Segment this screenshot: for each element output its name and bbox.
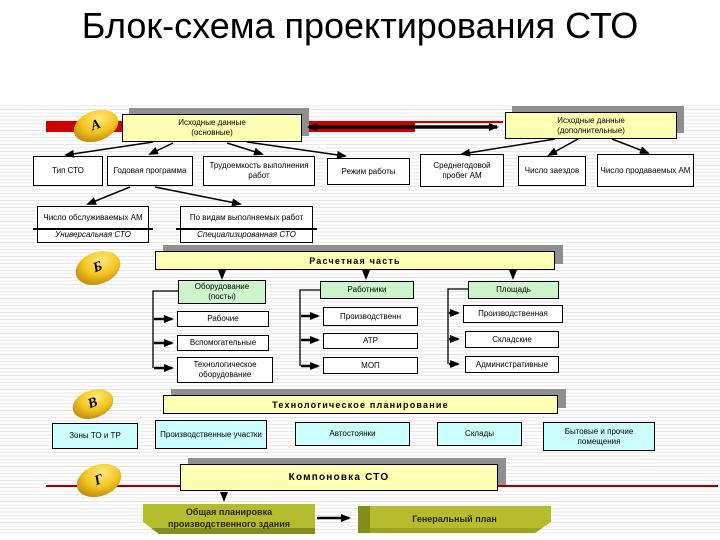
master-plan-box: Генеральный план	[358, 506, 551, 533]
tech-equipment-box: Технологическое оборудование	[177, 357, 273, 383]
atr-workers-box: АТР	[323, 333, 418, 349]
section-label-b: Б	[91, 258, 105, 277]
serviced-cars-count-label: Число обслуживаемых АМ	[43, 213, 143, 222]
production-sections-box: Производственные участки	[155, 420, 267, 449]
household-premises-box: Бытовые и прочие помещения	[543, 422, 655, 451]
mop-workers-box: МОП	[323, 357, 418, 374]
annual-mileage-box: Среднегодовой пробег АМ	[420, 154, 504, 187]
equipment-posts-box: Оборудование (посты)	[178, 280, 266, 304]
area-box: Площадь	[468, 281, 559, 299]
specialized-sto-label: Специализированная СТО	[197, 230, 296, 239]
sto-type-box: Тип СТО	[33, 156, 103, 186]
specialized-sto-split-box: По видам выполняемых работ Специализиров…	[176, 206, 317, 243]
universal-sto-label: Универсальная СТО	[55, 230, 131, 239]
production-area-box: Производственная	[463, 305, 563, 323]
calculation-part-bar: Расчетная часть	[155, 251, 555, 270]
input-data-main-line1: Исходные данные	[178, 118, 246, 127]
universal-sto-split-box: Число обслуживаемых АМ Универсальная СТО	[33, 206, 153, 243]
input-data-additional-line1: Исходные данные	[557, 115, 625, 125]
section-label-v: В	[85, 394, 100, 413]
tech-planning-bar: Технологическое планирование	[163, 395, 558, 414]
input-data-additional-line2: (дополнительные)	[557, 125, 625, 135]
production-workers-box: Производственн	[323, 307, 418, 326]
input-data-additional-box: Исходные данные (дополнительные)	[505, 112, 677, 139]
warehouses-box: Склады	[437, 422, 522, 446]
labor-intensity-box: Трудоемкость выполнения работ	[203, 156, 315, 186]
working-posts-box: Рабочие	[177, 311, 269, 327]
slide-title: Блок-схема проектирования СТО	[81, 5, 639, 46]
to-tr-zones-box: Зоны ТО и ТР	[52, 423, 138, 449]
auxiliary-posts-box: Вспомогательные	[177, 335, 269, 351]
workers-box: Работники	[320, 281, 414, 299]
general-building-layout-box: Общая планировка производственного здани…	[143, 504, 315, 534]
red-bar-thin	[415, 121, 503, 123]
visits-count-box: Число заездов	[518, 156, 586, 186]
work-mode-box: Режим работы	[327, 158, 410, 185]
sto-layout-bar: Компоновка СТО	[180, 464, 498, 491]
annual-program-box: Годовая программа	[107, 156, 193, 186]
section-label-g: Г	[92, 471, 106, 489]
parking-box: Автостоянки	[295, 422, 410, 446]
split-divider	[176, 228, 317, 230]
input-data-main-box: Исходные данные (основные)	[122, 114, 302, 142]
sold-cars-count-box: Число продаваемых АМ	[597, 154, 694, 187]
input-data-main-line2: (основные)	[191, 128, 233, 137]
administrative-area-box: Административные	[465, 356, 559, 373]
work-types-label: По видам выполняемых работ	[189, 213, 304, 222]
split-divider	[33, 228, 153, 230]
storage-area-box: Складские	[465, 331, 559, 348]
section-label-a: А	[88, 116, 103, 135]
